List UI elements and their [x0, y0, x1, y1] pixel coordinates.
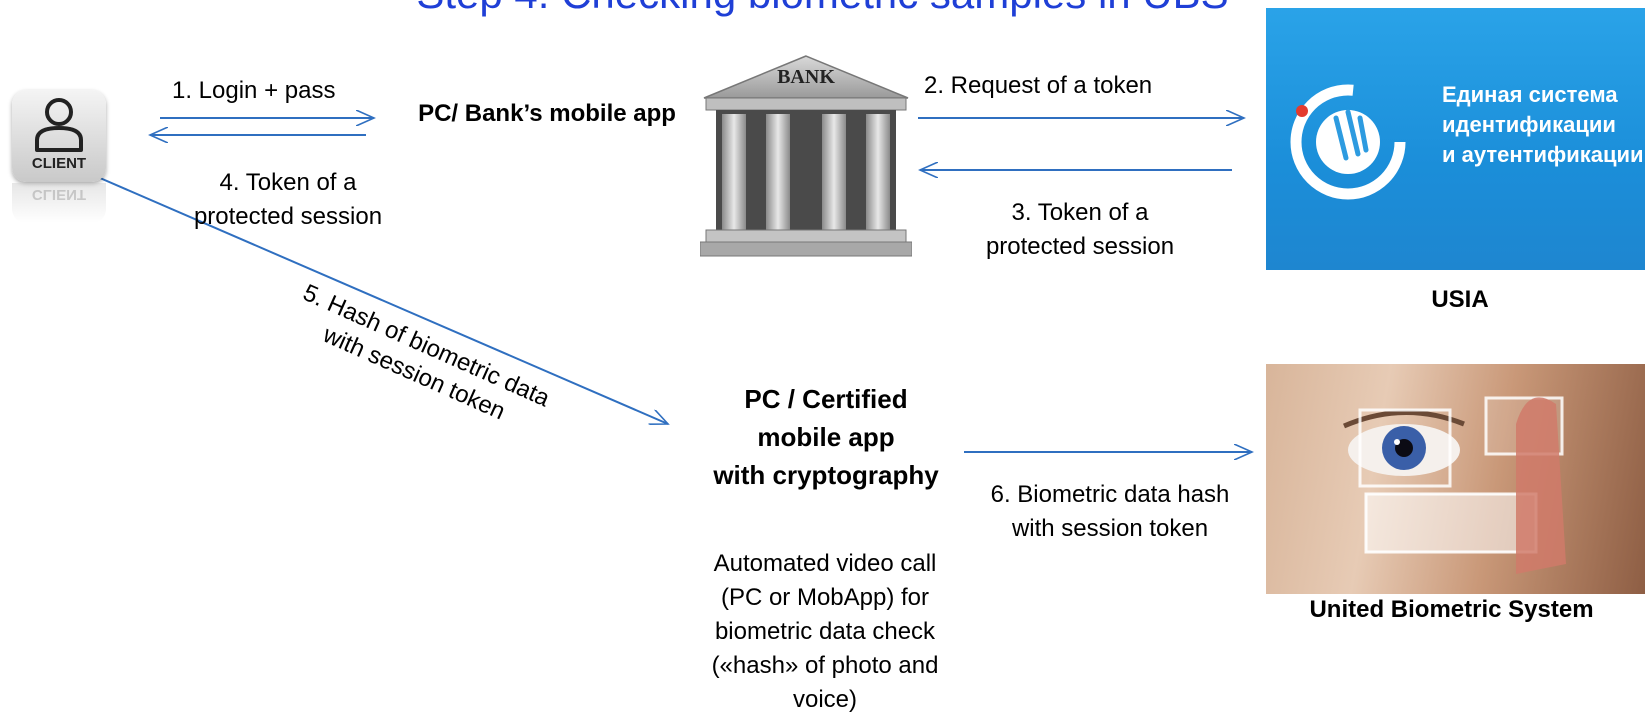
eye-scan-icon [1343, 396, 1566, 574]
client-label: CLIENT [31, 155, 87, 172]
edge-3-label: 3. Token of a protected session [985, 199, 1175, 260]
edge-1-label: 1. Login + pass [172, 77, 336, 104]
usia-caption: USIA [1431, 286, 1489, 313]
bank-label: BANK [777, 66, 835, 88]
client-reflection [12, 183, 106, 223]
hand-touch-icon [1290, 84, 1406, 200]
bank-icon [699, 55, 913, 257]
edge-2-label: 2. Request of a token [924, 72, 1153, 99]
bank-building: BANK [699, 52, 913, 258]
arrow-5 [99, 177, 668, 424]
client-icon [12, 90, 106, 182]
diagram-title: Step 4. Checking biometric samples in UB… [0, 0, 1645, 18]
client-reflection-label: CLIENT [31, 186, 87, 203]
ubs-image [1266, 364, 1645, 594]
edge-6-label: 6. Biometric data hash with session toke… [990, 481, 1230, 542]
pc-bank-app-node: PC/ Bank’s mobile app [418, 100, 676, 127]
usia-logo [1266, 8, 1645, 270]
ubs-caption: United Biometric System [1309, 596, 1594, 623]
person-icon [35, 98, 83, 152]
usia-logo-text: Единая система идентификации и аутентифи… [1442, 82, 1644, 167]
video-call-note: Automated video call (PC or MobApp) for … [711, 550, 939, 713]
certified-app-node: PC / Certified mobile app with cryptogra… [713, 384, 939, 490]
edge-4-label: 4. Token of a protected session [193, 169, 383, 230]
